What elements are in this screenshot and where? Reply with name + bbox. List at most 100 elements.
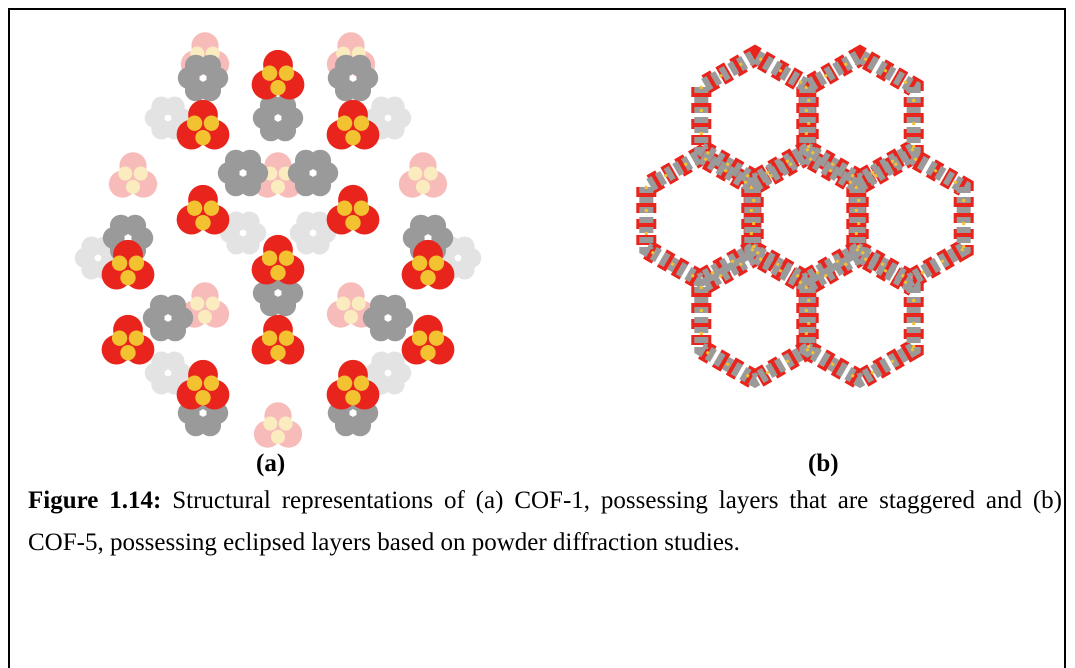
benzene-ring bbox=[252, 94, 304, 142]
carbon-atom bbox=[164, 294, 187, 317]
hex-pore-boron-links bbox=[804, 54, 916, 182]
boron-atom bbox=[353, 375, 370, 391]
boron-atom bbox=[428, 255, 445, 271]
hex-pore-boron-links bbox=[699, 54, 811, 182]
boron-atom bbox=[203, 115, 220, 131]
boron-atom bbox=[195, 215, 211, 231]
carbon-atom bbox=[239, 211, 260, 232]
oxygen-atom bbox=[398, 170, 427, 198]
carbon-atom bbox=[349, 54, 372, 77]
boron-atom bbox=[261, 330, 278, 346]
boron-atom bbox=[353, 115, 370, 131]
boroxine-ring bbox=[101, 314, 155, 365]
benzene-ring bbox=[142, 294, 194, 342]
hex-pore-stack bbox=[694, 247, 816, 389]
boron-atom bbox=[120, 345, 136, 361]
carbon-atom bbox=[309, 149, 332, 172]
boroxine-ring bbox=[326, 282, 376, 328]
boron-atom bbox=[428, 330, 445, 346]
panel-b-label: (b) bbox=[808, 450, 839, 477]
carbon-atom bbox=[124, 214, 147, 237]
boron-atom bbox=[278, 65, 295, 81]
oxygen-atom bbox=[337, 32, 365, 60]
boron-atom bbox=[270, 345, 286, 361]
oxygen-atom bbox=[326, 300, 355, 328]
benzene-ring bbox=[144, 96, 192, 140]
boron-atom bbox=[125, 179, 141, 194]
boron-atom bbox=[111, 255, 128, 271]
boron-atom bbox=[270, 179, 286, 194]
figure-caption-label: Figure 1.14: bbox=[28, 487, 162, 514]
hex-pore-boron-links bbox=[749, 154, 861, 282]
boron-atom bbox=[205, 296, 220, 311]
panel-a-label: (a) bbox=[256, 450, 286, 477]
oxygen-atom bbox=[409, 152, 437, 180]
boron-atom bbox=[195, 390, 211, 406]
boroxine-ring bbox=[176, 359, 230, 410]
boron-atom bbox=[128, 255, 145, 271]
cof5-honeycomb-model bbox=[636, 44, 974, 392]
oxygen-atom bbox=[119, 152, 147, 180]
boroxine-ring bbox=[401, 314, 455, 365]
boroxine-ring bbox=[251, 314, 305, 365]
boron-atom bbox=[261, 65, 278, 81]
carbon-atom bbox=[384, 96, 405, 117]
oxygen-atom bbox=[129, 170, 158, 198]
boron-atom bbox=[411, 255, 428, 271]
boron-atom bbox=[120, 270, 136, 286]
boron-atom bbox=[203, 200, 220, 216]
figure-caption-text: Structural representations of (a) COF-1,… bbox=[28, 487, 1063, 556]
boron-atom bbox=[353, 200, 370, 216]
oxygen-atom bbox=[419, 170, 448, 198]
boron-atom bbox=[343, 309, 359, 324]
boroxine-ring bbox=[326, 359, 380, 410]
boroxine-ring bbox=[176, 184, 230, 235]
boroxine-ring bbox=[326, 99, 380, 150]
oxygen-atom bbox=[337, 282, 365, 310]
boroxine-ring bbox=[253, 152, 303, 198]
carbon-atom bbox=[199, 54, 222, 77]
hex-pore-boron-links bbox=[854, 154, 966, 282]
boron-atom bbox=[186, 115, 203, 131]
benzene-ring bbox=[144, 351, 192, 395]
boron-atom bbox=[345, 390, 361, 406]
boron-atom bbox=[336, 200, 353, 216]
carbon-atom bbox=[454, 236, 475, 257]
carbon-atom bbox=[384, 351, 405, 372]
boron-atom bbox=[411, 330, 428, 346]
carbon-atom bbox=[309, 211, 330, 232]
benzene-ring bbox=[327, 54, 379, 102]
oxygen-atom bbox=[201, 300, 230, 328]
boron-atom bbox=[336, 115, 353, 131]
boroxine-ring bbox=[101, 239, 155, 290]
hex-pore-boron-links bbox=[644, 154, 756, 282]
boron-atom bbox=[278, 416, 293, 431]
boron-atom bbox=[278, 330, 295, 346]
boron-atom bbox=[351, 296, 366, 311]
boron-atom bbox=[133, 166, 148, 181]
boron-atom bbox=[270, 265, 286, 281]
boron-atom bbox=[270, 80, 286, 96]
boron-atom bbox=[345, 130, 361, 146]
figure-caption: Figure 1.14: Structural representations … bbox=[28, 480, 1062, 564]
oxygen-atom bbox=[253, 420, 282, 448]
benzene-ring bbox=[287, 149, 339, 197]
boroxine-ring bbox=[401, 239, 455, 290]
hex-pore-stack bbox=[799, 247, 921, 389]
hex-pore-stack bbox=[639, 147, 761, 289]
boron-atom bbox=[203, 375, 220, 391]
boron-atom bbox=[423, 166, 438, 181]
carbon-atom bbox=[164, 96, 185, 117]
boron-atom bbox=[111, 330, 128, 346]
carbon-atom bbox=[239, 149, 262, 172]
benzene-ring bbox=[217, 149, 269, 197]
boron-atom bbox=[263, 416, 278, 431]
boroxine-ring bbox=[180, 282, 230, 328]
oxygen-atom bbox=[274, 420, 303, 448]
boron-atom bbox=[190, 296, 205, 311]
boron-atom bbox=[186, 200, 203, 216]
boron-atom bbox=[195, 130, 211, 146]
benzene-ring bbox=[362, 294, 414, 342]
boron-atom bbox=[336, 375, 353, 391]
boron-atom bbox=[270, 429, 286, 444]
